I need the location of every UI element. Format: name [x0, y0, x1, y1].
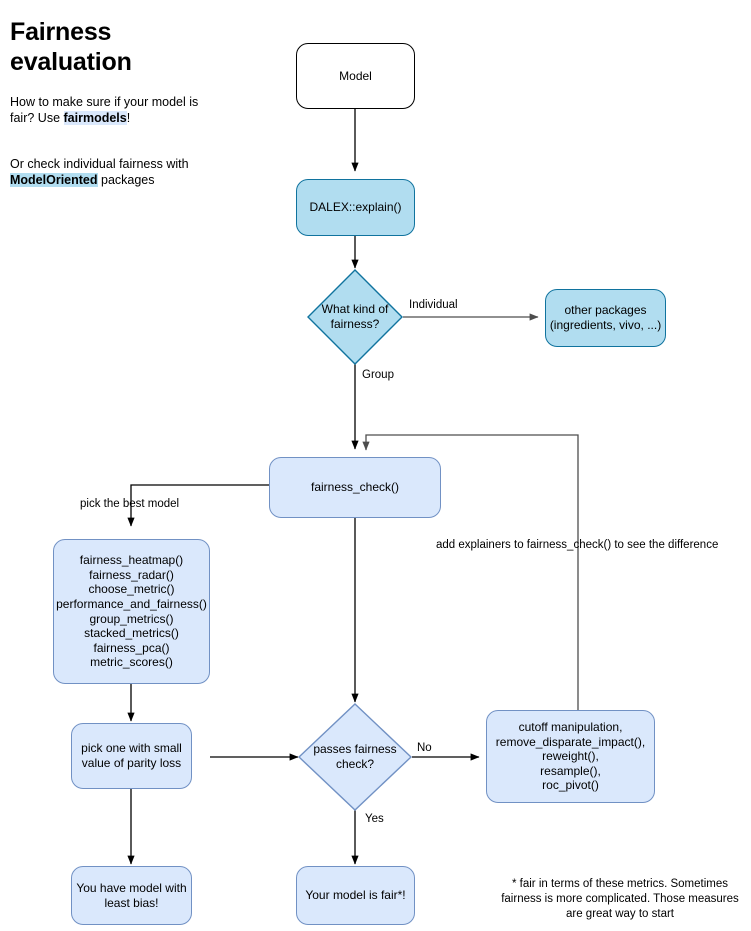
node-pick-one-small-parity-loss[interactable]: pick one with small value of parity loss [71, 723, 192, 789]
node-plot-functions[interactable]: fairness_heatmap() fairness_radar() choo… [53, 539, 210, 684]
node-you-have-model-least-bias[interactable]: You have model with least bias! [71, 866, 192, 925]
edge-label-no: No [417, 742, 432, 754]
node-what-kind-of-fairness-label: What kind of fairness? [321, 302, 389, 331]
node-mitigation-methods[interactable]: cutoff manipulation, remove_disparate_im… [486, 710, 655, 803]
node-what-kind-of-fairness[interactable]: What kind of fairness? [307, 269, 403, 365]
node-your-model-is-fair[interactable]: Your model is fair*! [296, 866, 415, 925]
page-title: Fairness evaluation [10, 18, 132, 76]
node-other-packages[interactable]: other packages (ingredients, vivo, ...) [545, 289, 666, 347]
intro-paragraph-1: How to make sure if your model is fair? … [10, 94, 200, 126]
edge-label-individual: Individual [409, 299, 458, 311]
intro-paragraph-2: Or check individual fairness with ModelO… [10, 156, 200, 188]
edge-label-pick-best-model: pick the best model [80, 498, 180, 510]
intro-1-pre: How to make sure if your model is fair? … [10, 95, 199, 125]
footnote-text: * fair in terms of these metrics. Someti… [501, 878, 739, 921]
node-passes-fairness-check[interactable]: passes fairness check? [298, 703, 412, 811]
modeloriented-highlight: ModelOriented [10, 173, 98, 187]
intro-1-post: ! [126, 111, 131, 125]
fairmodels-highlight: fairmodels [63, 111, 127, 125]
node-dalex-explain[interactable]: DALEX::explain() [296, 179, 415, 236]
edge-label-yes: Yes [365, 813, 384, 825]
node-fairness-check[interactable]: fairness_check() [269, 457, 441, 518]
node-passes-fairness-check-label: passes fairness check? [313, 742, 397, 771]
intro-2-pre: Or check individual fairness with [10, 157, 189, 171]
edge-label-group: Group [362, 369, 394, 381]
edge-label-add-explainers: add explainers to fairness_check() to se… [436, 539, 719, 551]
intro-2-post: packages [97, 173, 155, 187]
node-model[interactable]: Model [296, 43, 415, 109]
